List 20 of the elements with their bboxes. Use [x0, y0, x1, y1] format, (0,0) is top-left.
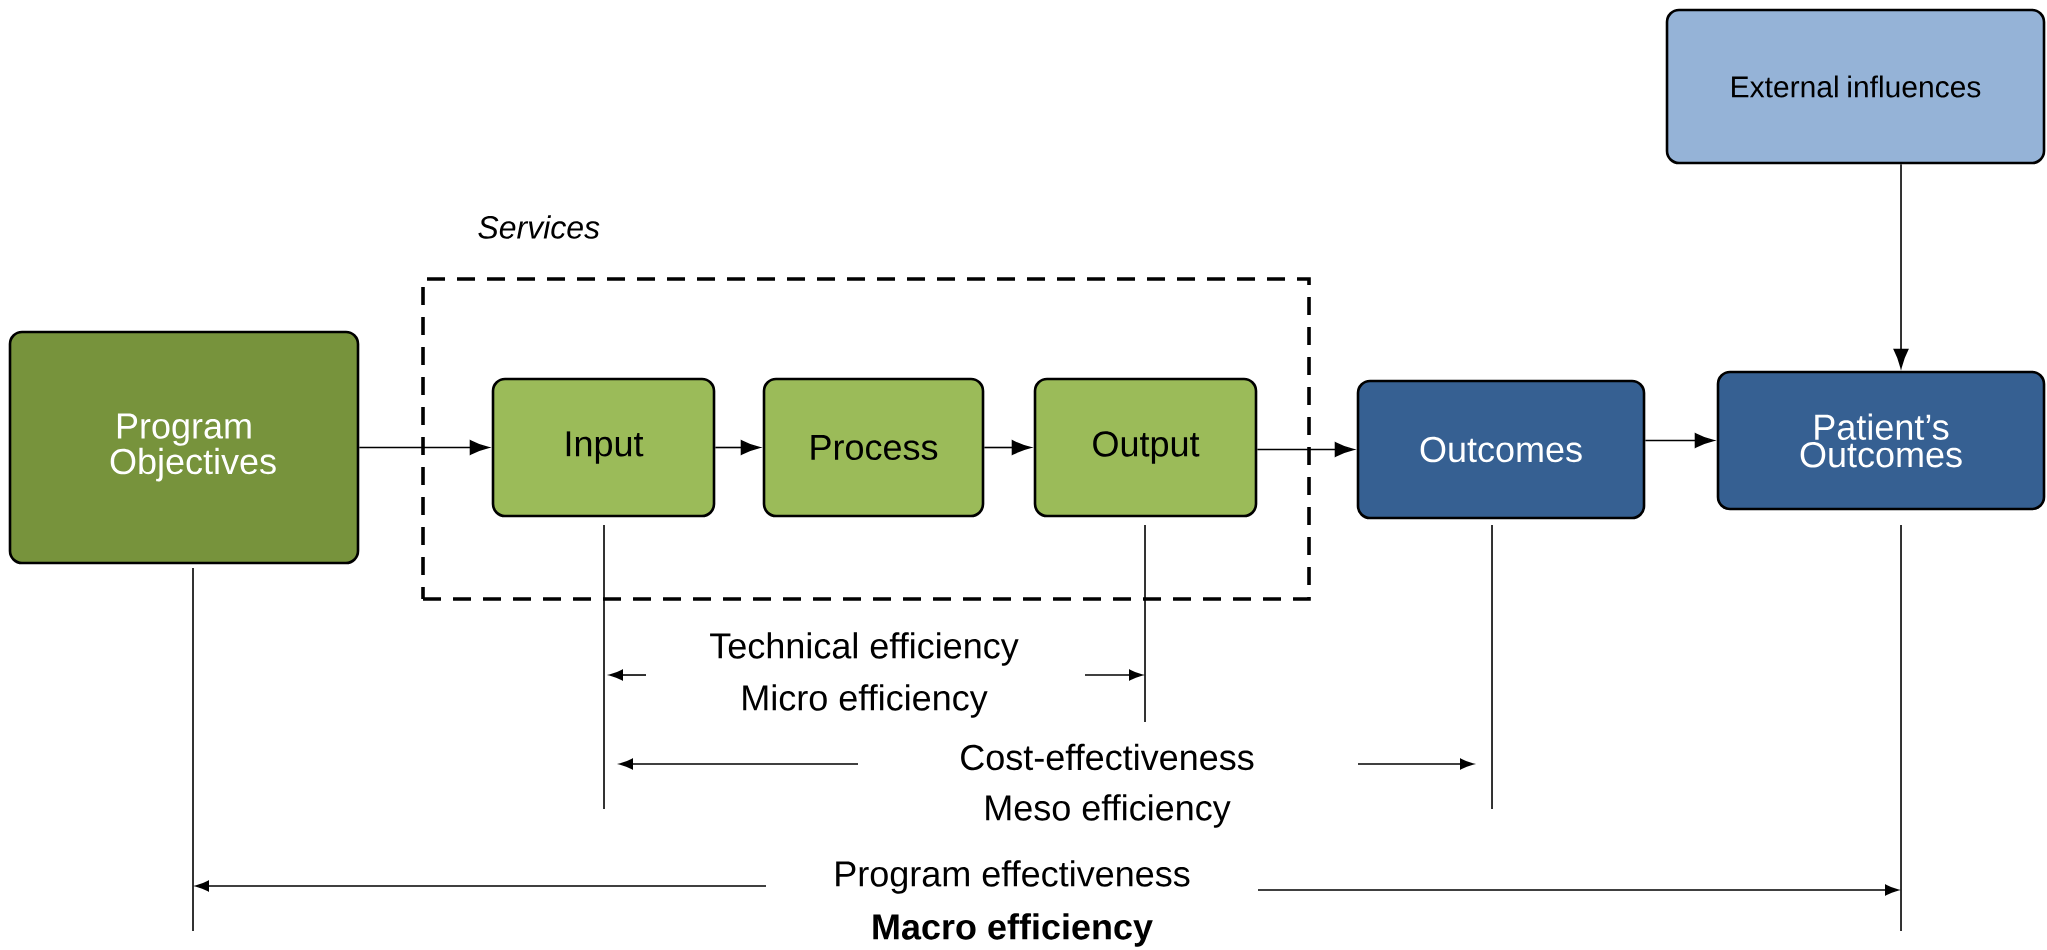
outcome-box: Patient’s Outcomes — [1716, 370, 2046, 511]
process-box: Input — [491, 377, 716, 518]
arrow — [1644, 433, 1715, 448]
dimension-label: Cost-effectiveness — [961, 743, 1254, 771]
influence-box: External influences — [1665, 8, 2046, 165]
dimension-label: Technical efficiency — [710, 632, 1019, 666]
objective-box: Program Objectives — [8, 330, 360, 565]
dimension-label: Meso efficiency — [986, 794, 1231, 828]
arrow — [1256, 442, 1355, 457]
node-label: Services — [478, 215, 600, 239]
dimension-label: Macro efficiency — [873, 913, 1153, 947]
arrow — [714, 440, 761, 455]
arrow — [358, 440, 490, 455]
dimension-label: Micro efficiency — [743, 684, 988, 718]
arrow — [1893, 163, 1909, 369]
process-box: Output — [1033, 377, 1258, 518]
arrow — [983, 440, 1032, 455]
dimension-label: Program effectiveness — [836, 860, 1190, 894]
process-box: Process — [762, 377, 985, 518]
outcome-box: Outcomes — [1356, 379, 1646, 520]
